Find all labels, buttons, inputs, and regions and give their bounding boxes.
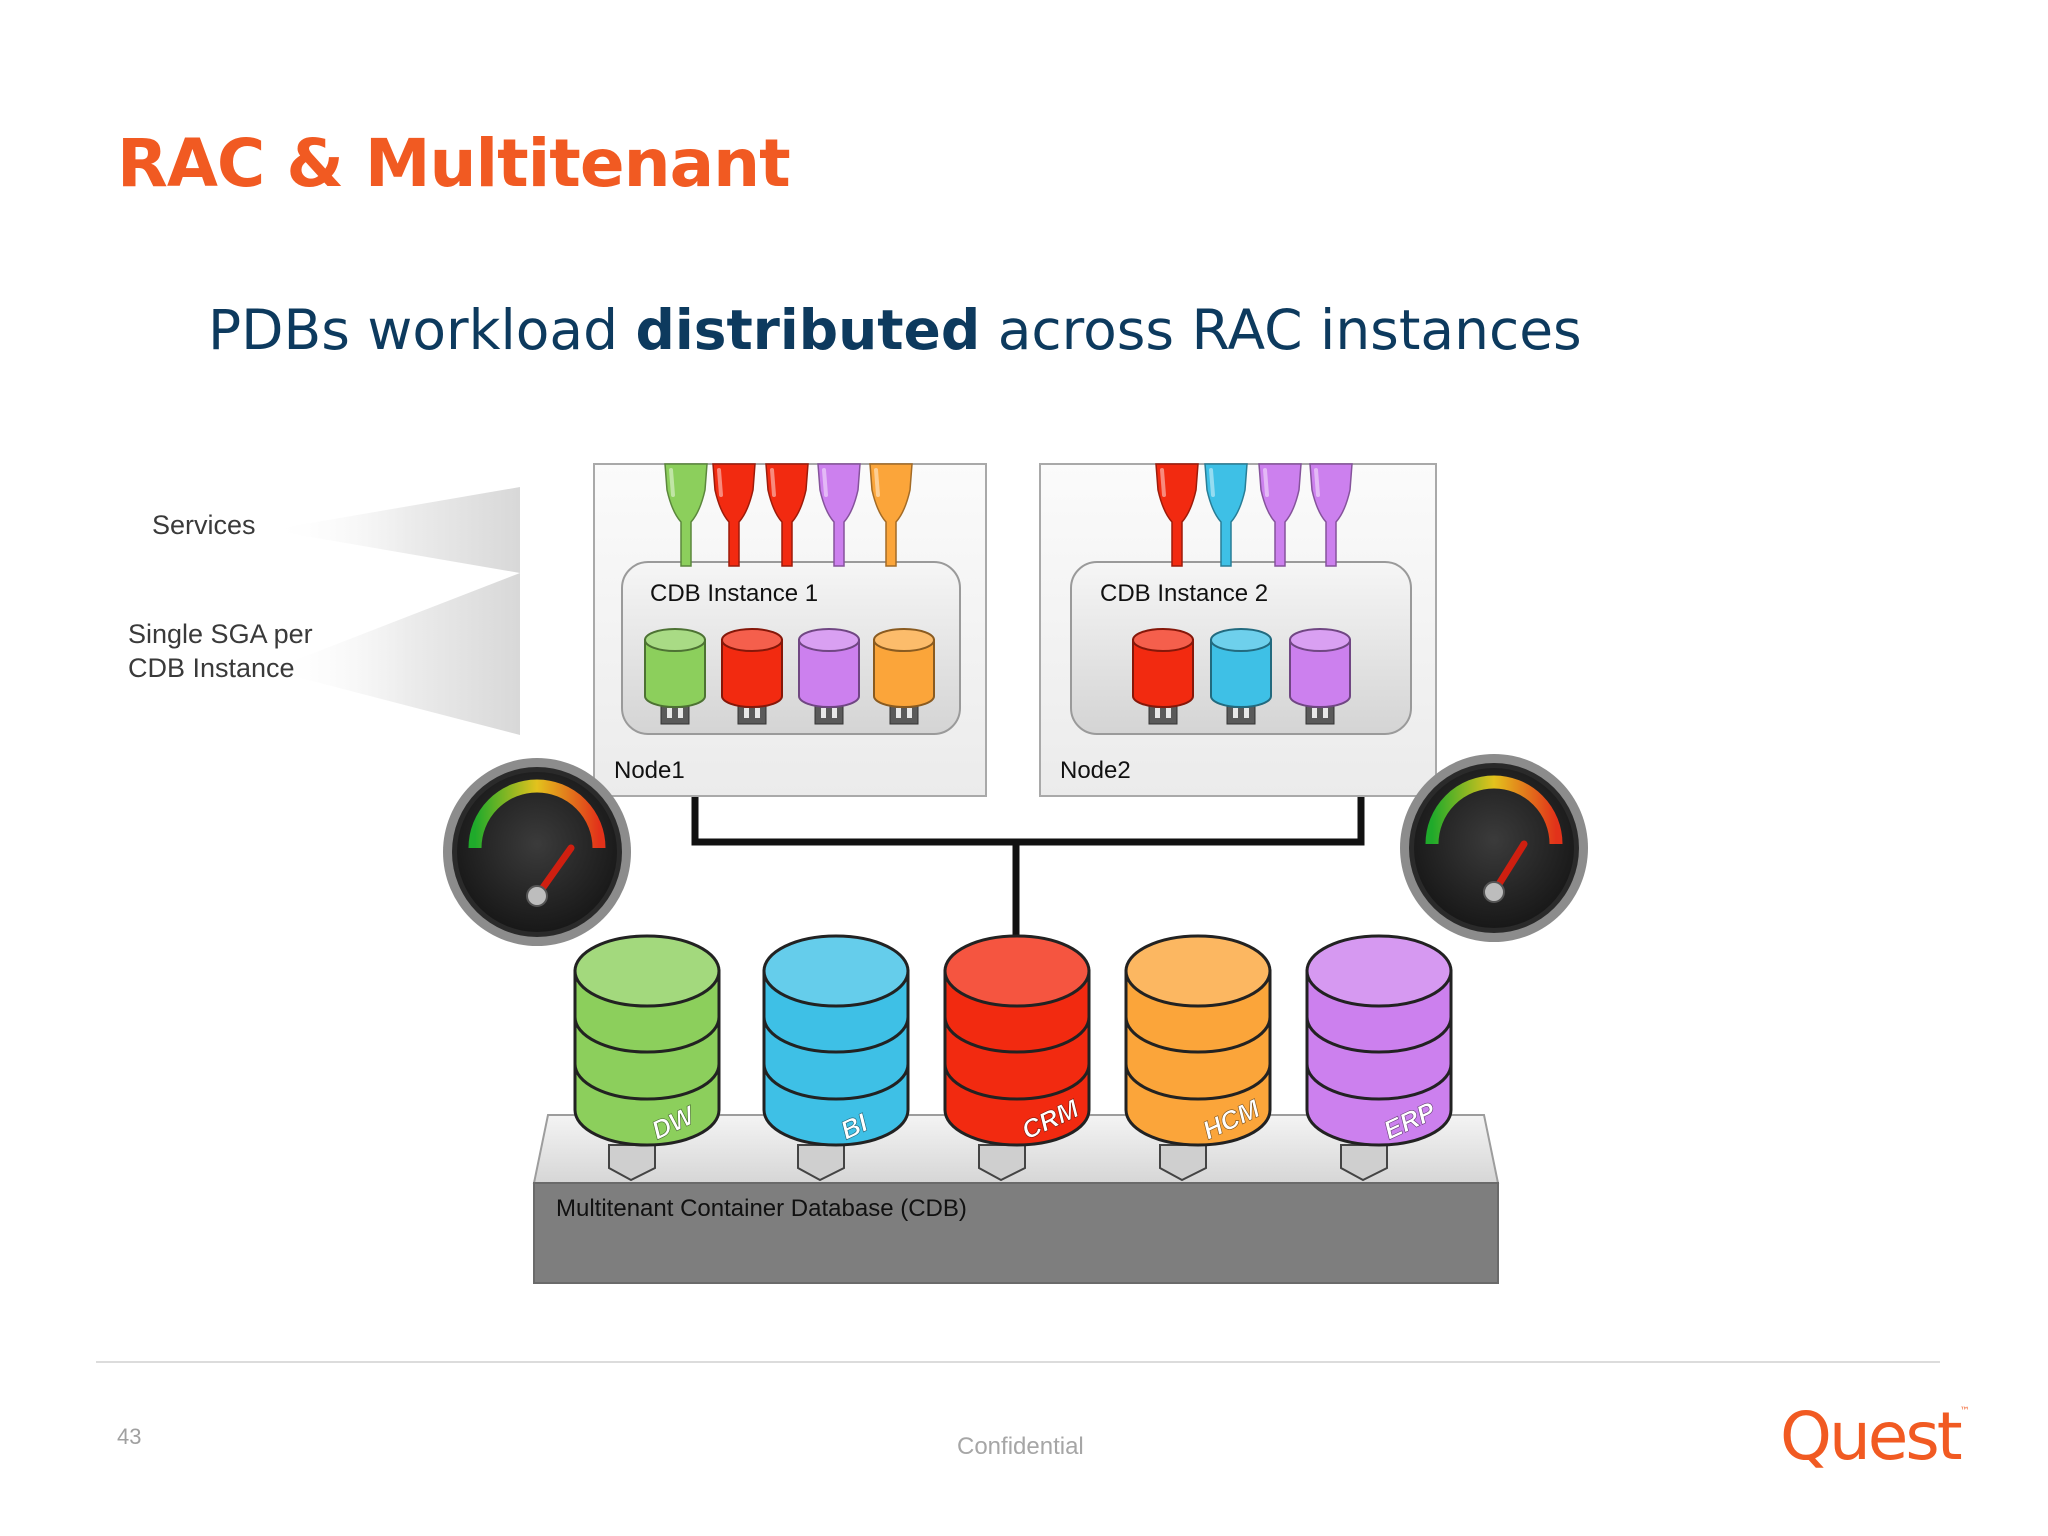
page-number: 43: [117, 1424, 142, 1449]
cdb-instance2-label: CDB Instance 2: [1100, 580, 1268, 607]
cdb-instance1-label: CDB Instance 1: [650, 580, 818, 607]
gauge-icon-left: [443, 758, 631, 946]
database-erp: ERP: [1305, 934, 1453, 1182]
pdb-node2-blue: [1210, 628, 1272, 725]
subtitle-lead: PDBs workload: [208, 298, 636, 362]
service-connector-node2-3: [1258, 463, 1302, 567]
service-connector-node1-3: [765, 463, 809, 567]
quest-logo: Quest™: [1780, 1398, 1970, 1475]
database-bi: BI: [762, 934, 910, 1182]
slide-subtitle: PDBs workload distributed across RAC ins…: [208, 298, 1582, 362]
sga-legend-label-line2: CDB Instance: [128, 653, 295, 683]
cdb-label: Multitenant Container Database (CDB): [556, 1195, 967, 1222]
gauge-icon-right: [1400, 754, 1588, 942]
database-dw: DW: [573, 934, 721, 1182]
logo-trademark: ™: [1959, 1406, 1970, 1417]
confidential-label: Confidential: [957, 1433, 1084, 1460]
services-legend-label: Services: [152, 510, 256, 540]
pdb-node1-red: [721, 628, 783, 725]
service-connector-node2-1: [1155, 463, 1199, 567]
service-connector-node1-4: [817, 463, 861, 567]
service-connector-node1-2: [712, 463, 756, 567]
service-connector-node2-2: [1204, 463, 1248, 567]
pdb-node2-purple: [1289, 628, 1351, 725]
footer-divider: [96, 1361, 1940, 1363]
slide-title: RAC & Multitenant: [117, 125, 791, 202]
node2-label: Node2: [1060, 757, 1131, 784]
interconnect-cable: [691, 796, 1365, 940]
subtitle-tail: across RAC instances: [980, 298, 1582, 362]
pdb-node1-green: [644, 628, 706, 725]
sga-wedge: [270, 573, 520, 735]
logo-wordmark: Quest: [1780, 1398, 1963, 1475]
service-connector-node1-5: [869, 463, 913, 567]
services-wedge: [270, 487, 520, 573]
pdb-node2-red: [1132, 628, 1194, 725]
pdb-node1-purple: [798, 628, 860, 725]
sga-legend-label-line1: Single SGA per: [128, 619, 313, 649]
service-connector-node2-4: [1309, 463, 1353, 567]
cdb-platform: Multitenant Container Database (CDB): [532, 1114, 1500, 1284]
service-connector-node1-1: [664, 463, 708, 567]
node1-label: Node1: [614, 757, 685, 784]
subtitle-emphasis: distributed: [635, 298, 981, 362]
database-hcm: HCM: [1124, 934, 1272, 1182]
node2-panel: CDB Instance 2 Node2: [1039, 463, 1437, 797]
node1-panel: CDB Instance 1 Node1: [593, 463, 987, 797]
pdb-node1-orange: [873, 628, 935, 725]
